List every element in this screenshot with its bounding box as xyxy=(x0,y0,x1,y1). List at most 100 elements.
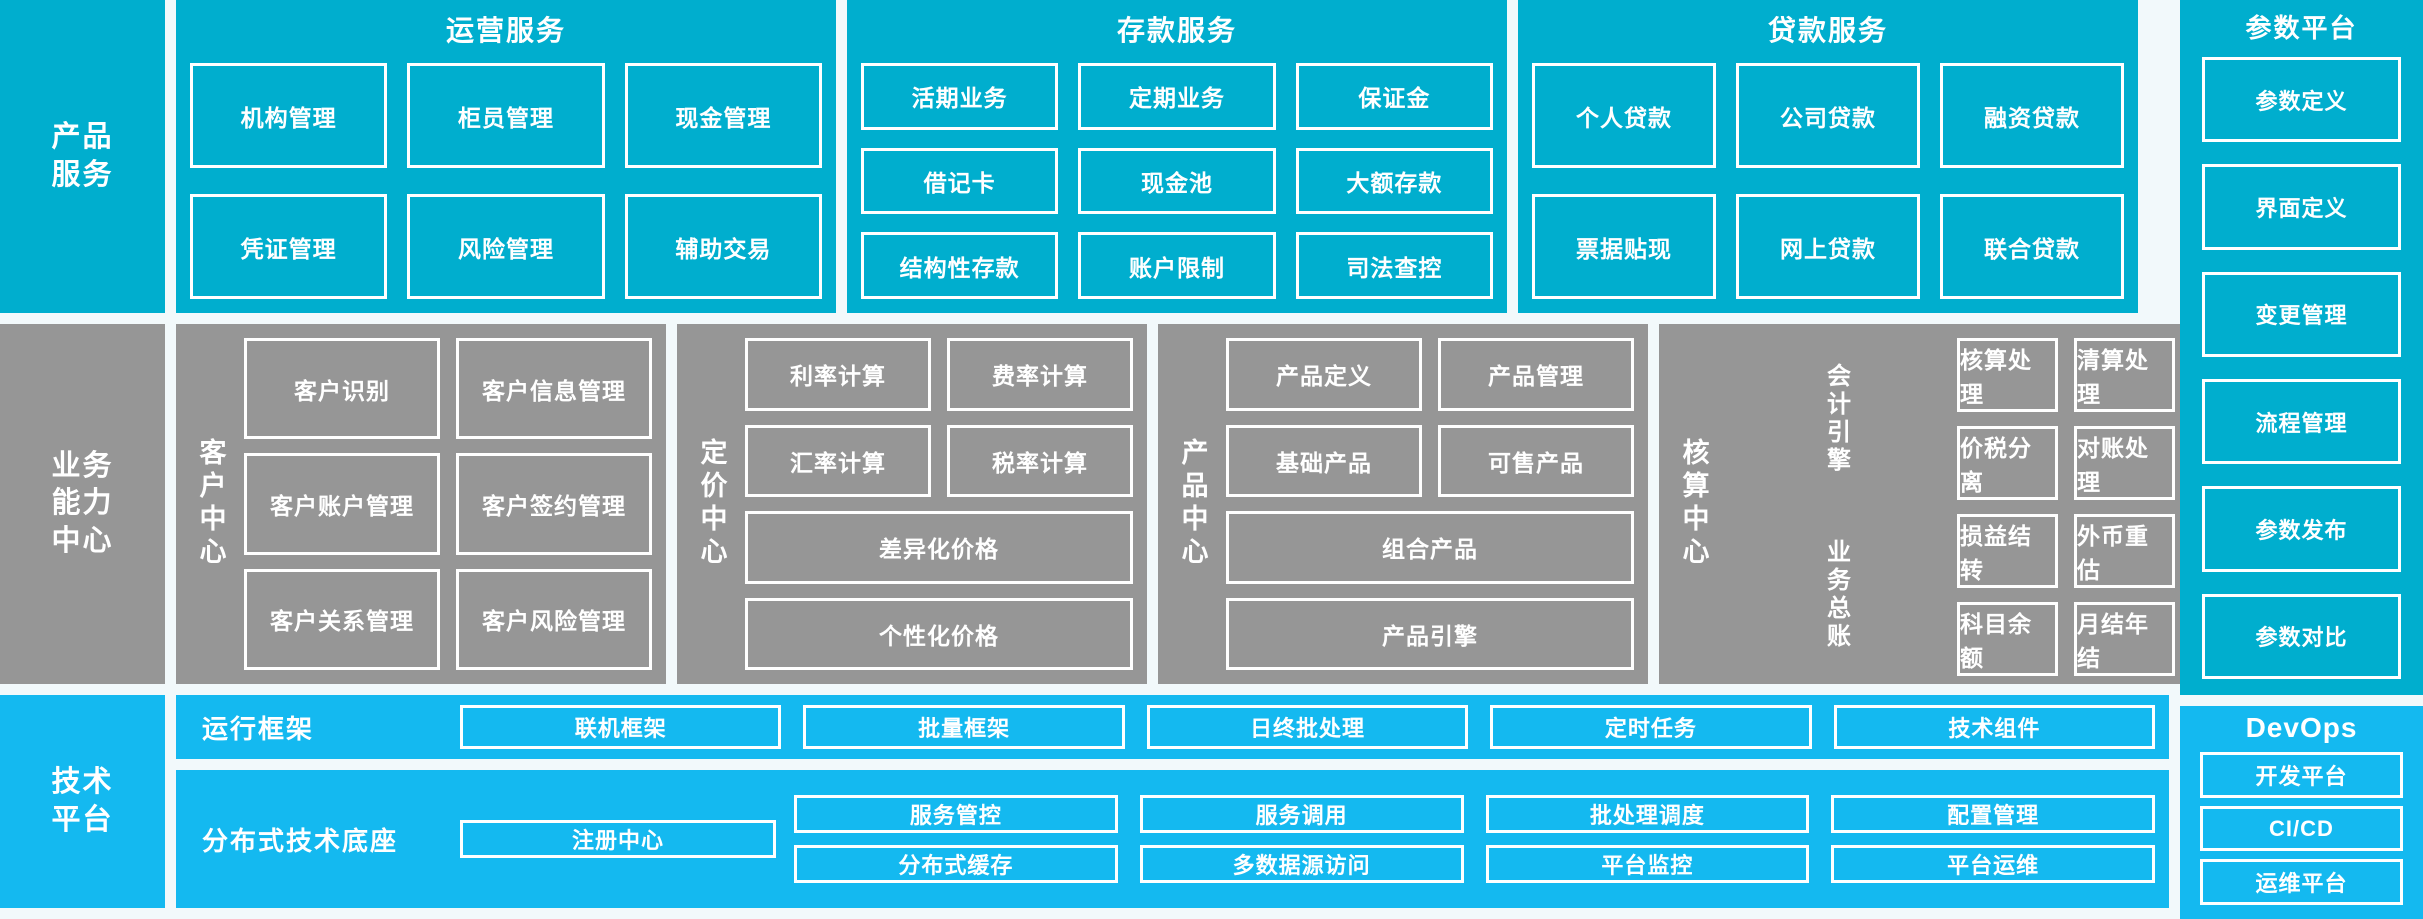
cell-personalized-price[interactable]: 个性化价格 xyxy=(745,597,1133,670)
cell-margin-deposit[interactable]: 保证金 xyxy=(1295,63,1493,130)
cell-customer-identification[interactable]: 客户识别 xyxy=(244,338,440,440)
right-column: 参数平台 参数定义 界面定义 变更管理 流程管理 参数发布 参数对比 DevOp… xyxy=(2180,0,2423,919)
cell-auxiliary-transaction[interactable]: 辅助交易 xyxy=(624,194,822,299)
cell-demand-business[interactable]: 活期业务 xyxy=(861,63,1059,130)
table-row: 个性化价格 xyxy=(745,597,1133,670)
cell-judicial-inquiry[interactable]: 司法查控 xyxy=(1295,232,1493,300)
rail-product-services-label: 产品服务 xyxy=(51,121,114,191)
cell-foreign-currency-revaluation[interactable]: 外币重估 xyxy=(2074,514,2175,588)
cell-exchange-rate-calc[interactable]: 汇率计算 xyxy=(745,424,931,497)
cell-combination-product[interactable]: 组合产品 xyxy=(1226,511,1634,584)
cell-institution-management[interactable]: 机构管理 xyxy=(190,63,388,168)
cell-interest-rate-calc[interactable]: 利率计算 xyxy=(745,338,931,411)
cell-technical-component[interactable]: 技术组件 xyxy=(1833,705,2156,749)
table-row: 价税分离 对账处理 xyxy=(1957,426,2175,500)
distributed-base-label: 分布式技术底座 xyxy=(202,825,399,856)
cell-cash-management[interactable]: 现金管理 xyxy=(624,63,822,168)
cell-product-engine[interactable]: 产品引擎 xyxy=(1226,597,1634,670)
table-row: 借记卡 现金池 大额存款 xyxy=(861,147,1493,215)
rail-technology-platform: 技术平台 xyxy=(0,695,165,908)
table-row: 差异化价格 xyxy=(745,511,1133,584)
cell-ci-cd[interactable]: CI/CD xyxy=(2200,805,2403,852)
cell-large-deposit[interactable]: 大额存款 xyxy=(1295,147,1493,215)
cell-customer-risk-management[interactable]: 客户风险管理 xyxy=(456,568,652,670)
group-deposit-services: 存款服务 活期业务 定期业务 保证金 借记卡 现金池 大额存款 结构性存款 账户 xyxy=(847,0,1507,313)
cell-service-invocation[interactable]: 服务调用 xyxy=(1139,795,1464,833)
center-product-label: 产品中心 xyxy=(1177,438,1208,570)
technology-platform-band: 技术平台 运行框架 联机框架 批量框架 日终批处理 定时任务 技术组件 分 xyxy=(0,695,2169,908)
cell-fee-rate-calc[interactable]: 费率计算 xyxy=(947,338,1133,411)
cell-reconciliation-processing[interactable]: 对账处理 xyxy=(2074,426,2175,500)
table-row: 组合产品 xyxy=(1226,511,1634,584)
table-row: 客户关系管理 客户风险管理 xyxy=(244,568,652,670)
cell-parameter-definition[interactable]: 参数定义 xyxy=(2202,57,2401,143)
cell-online-loan[interactable]: 网上贷款 xyxy=(1736,194,1920,299)
cell-customer-contract-management[interactable]: 客户签约管理 xyxy=(456,453,652,555)
cell-platform-monitoring[interactable]: 平台监控 xyxy=(1485,845,1810,883)
business-capability-band: 业务能力中心 客户中心 客户识别 客户信息管理 客户账户管理 客户签约管理 客户… xyxy=(0,324,2189,684)
cell-batch-scheduling[interactable]: 批处理调度 xyxy=(1485,795,1810,833)
cell-product-management[interactable]: 产品管理 xyxy=(1438,338,1634,411)
cell-time-business[interactable]: 定期业务 xyxy=(1078,63,1276,130)
cell-settlement-processing[interactable]: 清算处理 xyxy=(2074,338,2175,412)
group-loan-services-title: 贷款服务 xyxy=(1767,15,1888,46)
cell-process-management[interactable]: 流程管理 xyxy=(2202,378,2401,465)
cell-bill-discount[interactable]: 票据贴现 xyxy=(1532,194,1716,299)
cell-financing-loan[interactable]: 融资贷款 xyxy=(1940,63,2124,168)
cell-account-restriction[interactable]: 账户限制 xyxy=(1078,232,1276,300)
cell-eod-batch-processing[interactable]: 日终批处理 xyxy=(1146,705,1469,749)
cell-customer-account-management[interactable]: 客户账户管理 xyxy=(244,453,440,555)
cell-change-management[interactable]: 变更管理 xyxy=(2202,271,2401,357)
cell-scheduled-task[interactable]: 定时任务 xyxy=(1490,705,1812,749)
cell-online-framework[interactable]: 联机框架 xyxy=(460,705,782,749)
cell-personal-loan[interactable]: 个人贷款 xyxy=(1532,63,1716,168)
group-operation-services-title: 运营服务 xyxy=(445,15,566,46)
cell-multi-datasource-access[interactable]: 多数据源访问 xyxy=(1139,845,1464,883)
table-row: 客户账户管理 客户签约管理 xyxy=(244,453,652,555)
cell-development-platform[interactable]: 开发平台 xyxy=(2200,752,2403,798)
table-row: 个人贷款 公司贷款 融资贷款 xyxy=(1532,63,2124,168)
group-deposit-services-title: 存款服务 xyxy=(1116,15,1237,46)
cell-distributed-cache[interactable]: 分布式缓存 xyxy=(794,845,1118,883)
cell-risk-management[interactable]: 风险管理 xyxy=(407,194,605,299)
cell-registry-center[interactable]: 注册中心 xyxy=(460,820,776,858)
cell-debit-card[interactable]: 借记卡 xyxy=(861,147,1059,215)
table-row: 核算处理 清算处理 xyxy=(1957,338,2175,412)
main-columns: 产品服务 运营服务 机构管理 柜员管理 现金管理 凭证管理 风险管理 辅助交易 xyxy=(0,0,2189,908)
cell-tax-rate-calc[interactable]: 税率计算 xyxy=(947,424,1133,497)
table-row: 损益结转 外币重估 xyxy=(1957,514,2175,588)
cell-subject-balance[interactable]: 科目余额 xyxy=(1957,602,2058,676)
cell-configuration-management[interactable]: 配置管理 xyxy=(1831,795,2155,833)
cell-platform-operations[interactable]: 平台运维 xyxy=(1831,845,2155,883)
cell-syndicated-loan[interactable]: 联合贷款 xyxy=(1940,194,2124,299)
table-row: 汇率计算 税率计算 xyxy=(745,424,1133,497)
cell-customer-relation-management[interactable]: 客户关系管理 xyxy=(244,568,440,670)
cell-customer-info-management[interactable]: 客户信息管理 xyxy=(456,338,652,440)
cell-basic-product[interactable]: 基础产品 xyxy=(1226,424,1422,497)
cell-profit-loss-carryover[interactable]: 损益结转 xyxy=(1957,514,2058,588)
rail-business-capability-label: 业务能力中心 xyxy=(51,450,114,557)
cell-interface-definition[interactable]: 界面定义 xyxy=(2202,164,2401,250)
cell-sellable-product[interactable]: 可售产品 xyxy=(1438,424,1634,497)
cell-price-tax-separation[interactable]: 价税分离 xyxy=(1957,426,2058,500)
cell-parameter-comparison[interactable]: 参数对比 xyxy=(2202,593,2401,679)
cell-corporate-loan[interactable]: 公司贷款 xyxy=(1736,63,1920,168)
cell-voucher-management[interactable]: 凭证管理 xyxy=(190,194,388,299)
cell-operations-platform[interactable]: 运维平台 xyxy=(2200,859,2403,906)
cell-product-definition[interactable]: 产品定义 xyxy=(1226,338,1422,411)
cell-parameter-publish[interactable]: 参数发布 xyxy=(2202,486,2401,572)
table-row: 产品引擎 xyxy=(1226,597,1634,670)
cell-month-year-end-closing[interactable]: 月结年结 xyxy=(2074,602,2175,676)
cell-batch-framework[interactable]: 批量框架 xyxy=(803,705,1125,749)
cell-cash-pool[interactable]: 现金池 xyxy=(1078,147,1276,215)
table-row: 分布式缓存 多数据源访问 平台监控 平台运维 xyxy=(794,845,2155,883)
cell-accounting-processing[interactable]: 核算处理 xyxy=(1957,338,2058,412)
product-services-band: 产品服务 运营服务 机构管理 柜员管理 现金管理 凭证管理 风险管理 辅助交易 xyxy=(0,0,2169,313)
group-loan-services: 贷款服务 个人贷款 公司贷款 融资贷款 票据贴现 网上贷款 联合贷款 xyxy=(1518,0,2138,313)
cell-differentiated-price[interactable]: 差异化价格 xyxy=(745,511,1133,584)
table-row: 基础产品 可售产品 xyxy=(1226,424,1634,497)
cell-structured-deposit[interactable]: 结构性存款 xyxy=(861,232,1059,300)
cell-teller-management[interactable]: 柜员管理 xyxy=(407,63,605,168)
center-pricing-label: 定价中心 xyxy=(696,438,727,570)
cell-service-governance[interactable]: 服务管控 xyxy=(794,795,1118,833)
